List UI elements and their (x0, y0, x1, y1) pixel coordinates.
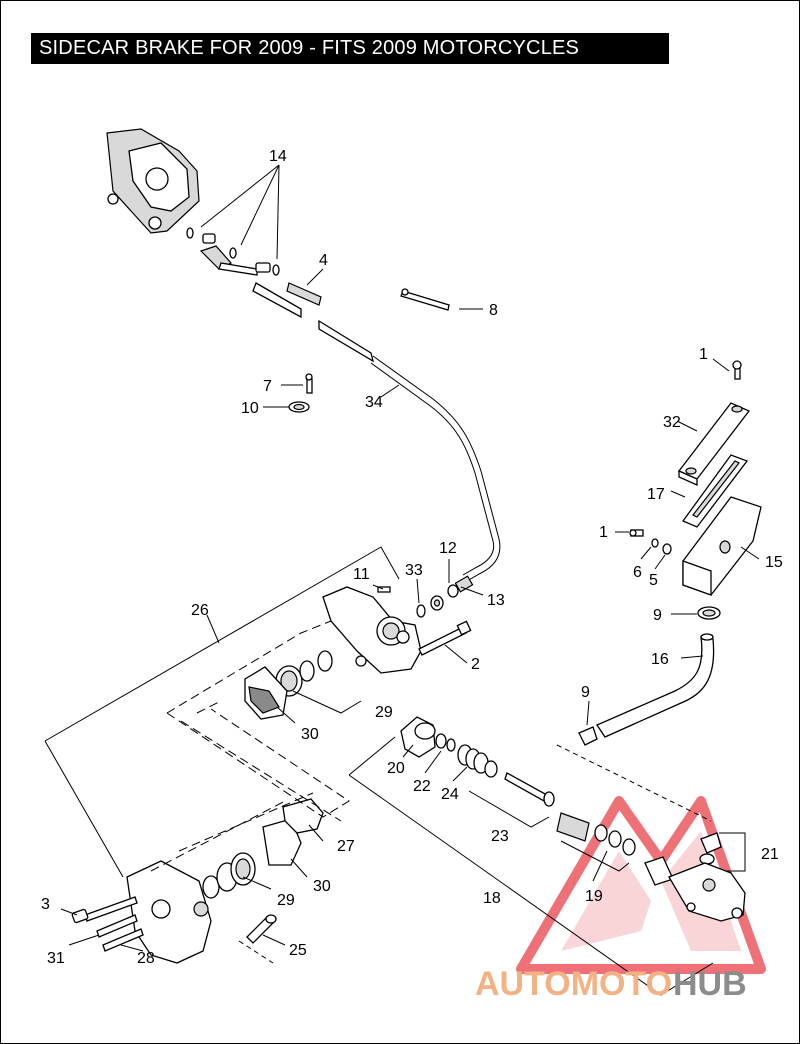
callout-9-lower: 9 (581, 684, 590, 701)
diagram-title: SIDECAR BRAKE FOR 2009 - FITS 2009 MOTOR… (31, 33, 669, 64)
callout-17: 17 (647, 486, 665, 503)
callout-31: 31 (47, 950, 65, 967)
callout-13: 13 (487, 592, 505, 609)
callout-10: 10 (241, 400, 259, 417)
callout-20: 20 (387, 760, 405, 777)
reservoir-assembly (578, 360, 762, 746)
callout-21: 21 (761, 846, 779, 863)
callout-12: 12 (439, 540, 457, 557)
callout-30-lower: 30 (313, 878, 331, 895)
master-cylinder (400, 716, 746, 922)
callout-labels: 14 4 8 7 10 34 1 32 17 1 6 5 15 9 16 9 1… (41, 148, 783, 967)
callout-25: 25 (289, 942, 307, 959)
callout-5: 5 (649, 572, 658, 589)
callout-23: 23 (491, 828, 509, 845)
watermark-text: AUTOMOTO HUB (475, 965, 747, 1003)
callout-11: 11 (353, 566, 370, 583)
upper-caliper (106, 128, 200, 234)
callout-14: 14 (269, 148, 287, 165)
callout-22: 22 (413, 778, 431, 795)
callout-26: 26 (191, 602, 209, 619)
callout-1-top: 1 (699, 346, 708, 363)
callout-6: 6 (633, 564, 642, 581)
callout-9-upper: 9 (653, 607, 662, 624)
lower-caliper (71, 798, 324, 964)
callout-18: 18 (483, 890, 501, 907)
callout-2: 2 (471, 656, 480, 673)
watermark-part1: AUTOMOTO (475, 965, 672, 1003)
group-outlines (44, 546, 746, 996)
watermark-part2: HUB (673, 965, 747, 1003)
callout-28: 28 (137, 950, 155, 967)
callout-3: 3 (41, 896, 50, 913)
callout-32: 32 (663, 414, 681, 431)
callout-8: 8 (489, 302, 498, 319)
screw-clamp-7-10 (288, 373, 313, 413)
leader-lines (60, 164, 760, 952)
callout-4: 4 (319, 252, 328, 269)
callout-27: 27 (337, 838, 355, 855)
callout-34: 34 (365, 394, 383, 411)
callout-15: 15 (765, 554, 783, 571)
callout-24: 24 (441, 786, 459, 803)
callout-16: 16 (651, 651, 669, 668)
brake-line (318, 319, 501, 582)
callout-33: 33 (405, 562, 423, 579)
callout-29-upper: 29 (375, 704, 393, 721)
callout-30-upper: 30 (301, 726, 319, 743)
callout-7: 7 (263, 378, 272, 395)
callout-19: 19 (585, 888, 603, 905)
callout-29-lower: 29 (277, 892, 295, 909)
brake-line-fittings (186, 227, 322, 319)
callout-1-mid: 1 (599, 524, 608, 541)
brake-pad-upper (244, 666, 288, 720)
bolt-8 (400, 288, 450, 311)
caliper-bracket (322, 575, 474, 674)
